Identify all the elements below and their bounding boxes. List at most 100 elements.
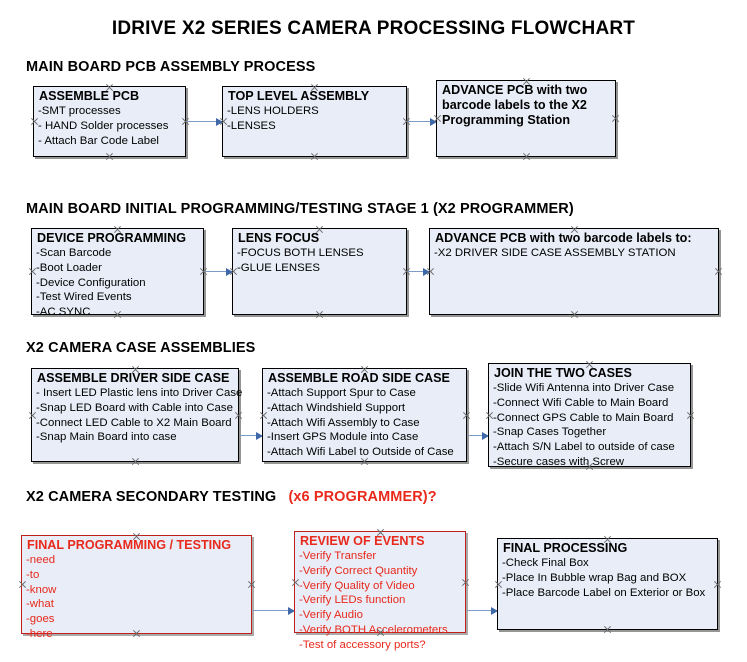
node-final-processing[interactable]: FINAL PROCESSING -Check Final Box -Place… (497, 538, 718, 630)
node-join-the-two-cases[interactable]: JOIN THE TWO CASES -Slide Wifi Antenna i… (485, 360, 691, 468)
node-line: - Insert LED Plastic lens into Driver Ca… (36, 386, 243, 399)
node-assemble-pcb[interactable]: ASSEMBLE PCB -SMT processes - HAND Solde… (33, 86, 186, 157)
connection-handle-right[interactable] (462, 411, 471, 420)
node-line: -Snap Cases Together (493, 426, 607, 439)
node-line: -Attach S/N Label to outside of case (493, 441, 675, 454)
connection-handle-bottom[interactable] (360, 457, 369, 466)
node-line: -Insert GPS Module into Case (267, 431, 419, 444)
connection-handle-bottom[interactable] (603, 625, 612, 634)
connection-handle-right[interactable] (713, 580, 722, 589)
node-line: -Attach Windshield Support (267, 401, 406, 414)
connection-handle-top[interactable] (315, 225, 324, 234)
connection-handle-bottom[interactable] (570, 310, 579, 319)
connection-handle-top[interactable] (603, 535, 612, 544)
node-advance-pcb-programming-station[interactable]: ADVANCE PCB with two barcode labels to t… (436, 80, 616, 157)
node-line: -GLUE LENSES (237, 261, 320, 274)
connection-handle-top[interactable] (585, 360, 594, 369)
node-line: -Slide Wifi Antenna into Driver Case (493, 381, 675, 394)
node-line: -Test Wired Events (36, 291, 132, 304)
connection-handle-top[interactable] (105, 83, 114, 92)
connection-handle-left[interactable] (28, 411, 37, 420)
node-title: LENS FOCUS (238, 231, 320, 245)
connection-handle-top[interactable] (113, 225, 122, 234)
connection-handle-top[interactable] (570, 225, 579, 234)
connection-handle-right[interactable] (714, 267, 723, 276)
connection-handle-right[interactable] (611, 114, 620, 123)
connection-handle-left[interactable] (291, 578, 300, 587)
connection-handle-bottom[interactable] (113, 310, 122, 319)
node-line: -SMT processes (38, 104, 121, 117)
node-review-of-events[interactable]: REVIEW OF EVENTS -Verify Transfer -Verif… (291, 528, 466, 651)
connection-handle-bottom[interactable] (585, 462, 594, 471)
arrow-head-icon (491, 606, 498, 615)
connection-handle-right[interactable] (686, 411, 695, 420)
connection-handle-left[interactable] (219, 117, 228, 126)
node-line: -what (26, 598, 54, 611)
node-lens-focus[interactable]: LENS FOCUS -FOCUS BOTH LENSES -GLUE LENS… (232, 228, 407, 315)
node-title: DEVICE PROGRAMMING (37, 231, 187, 245)
node-title: TOP LEVEL ASSEMBLY (228, 89, 370, 103)
node-line: - HAND Solder processes (38, 119, 169, 132)
connection-handle-top[interactable] (376, 528, 385, 537)
connection-handle-bottom[interactable] (105, 152, 114, 161)
connection-handle-left[interactable] (18, 580, 27, 589)
arrow-head-icon (482, 431, 489, 440)
node-title: ADVANCE PCB with two barcode labels to t… (442, 83, 588, 127)
node-final-programming-testing[interactable]: FINAL PROGRAMMING / TESTING -need -to -k… (18, 532, 252, 640)
connection-handle-bottom[interactable] (522, 152, 531, 161)
node-line: -need (26, 553, 56, 566)
connection-handle-top[interactable] (132, 532, 141, 541)
connector-road-side-to-join-cases (468, 431, 489, 440)
page-title: IDRIVE X2 SERIES CAMERA PROCESSING FLOWC… (111, 18, 636, 39)
connection-handle-bottom[interactable] (132, 629, 141, 638)
connection-handle-left[interactable] (494, 580, 503, 589)
node-top-level-assembly[interactable]: TOP LEVEL ASSEMBLY -LENS HOLDERS -LENSES (222, 86, 407, 157)
connection-handle-left[interactable] (426, 267, 435, 276)
connection-handle-left[interactable] (485, 411, 494, 420)
connection-handle-top[interactable] (360, 365, 369, 374)
node-line: -Snap LED Board with Cable into Case (36, 401, 233, 414)
node-line: -Snap Main Board into case (36, 431, 177, 444)
node-line: -Connect LED Cable to X2 Main Board (36, 416, 232, 429)
node-line: -FOCUS BOTH LENSES (237, 246, 364, 259)
connection-handle-bottom[interactable] (310, 152, 319, 161)
node-line: -LENSES (227, 119, 276, 132)
connection-handle-left[interactable] (28, 267, 37, 276)
node-line: -Attach Wifi Label to Outside of Case (267, 446, 454, 459)
connection-handle-right[interactable] (247, 580, 256, 589)
node-line: -Verify Audio (299, 609, 363, 622)
node-title: ADVANCE PCB with two barcode labels to: (435, 231, 692, 245)
node-line: -Verify Quality of Video (299, 579, 415, 592)
node-line: -Device Configuration (36, 276, 146, 289)
node-device-programming[interactable]: DEVICE PROGRAMMING -Scan Barcode -Boot L… (28, 225, 204, 318)
connection-handle-left[interactable] (433, 114, 442, 123)
connection-handle-right[interactable] (234, 411, 243, 420)
node-line: -Place Barcode Label on Exterior or Box (502, 586, 706, 599)
node-line: -Boot Loader (36, 261, 102, 274)
arrow-head-icon (288, 606, 295, 615)
node-title: ASSEMBLE DRIVER SIDE CASE (37, 371, 230, 385)
node-line: -here (26, 628, 53, 640)
node-line: -Verify Transfer (299, 549, 377, 562)
connection-handle-left[interactable] (30, 117, 39, 126)
connection-handle-top[interactable] (310, 83, 319, 92)
connection-handle-right[interactable] (461, 578, 470, 587)
node-assemble-driver-side-case[interactable]: ASSEMBLE DRIVER SIDE CASE - Insert LED P… (28, 365, 243, 462)
node-line: -to (26, 568, 40, 581)
connection-handle-left[interactable] (229, 267, 238, 276)
connection-handle-top[interactable] (522, 77, 531, 86)
node-title: REVIEW OF EVENTS (300, 534, 425, 548)
connection-handle-bottom[interactable] (131, 457, 140, 466)
connection-handle-bottom[interactable] (315, 310, 324, 319)
section-heading-accent: (x6 PROGRAMMER)? (288, 489, 437, 505)
node-line: -goes (26, 613, 55, 626)
connection-handle-bottom[interactable] (376, 628, 385, 637)
connection-handle-left[interactable] (259, 411, 268, 420)
node-advance-pcb-driver-side-case[interactable]: ADVANCE PCB with two barcode labels to: … (429, 228, 719, 315)
connection-handle-top[interactable] (131, 365, 140, 374)
node-line-overflow: -Test of accessory ports? (299, 638, 426, 651)
node-line: -Attach Support Spur to Case (267, 386, 416, 399)
node-assemble-road-side-case[interactable]: ASSEMBLE ROAD SIDE CASE -Attach Support … (262, 368, 467, 462)
node-line: -Verify BOTH Accelerometers (299, 624, 448, 636)
